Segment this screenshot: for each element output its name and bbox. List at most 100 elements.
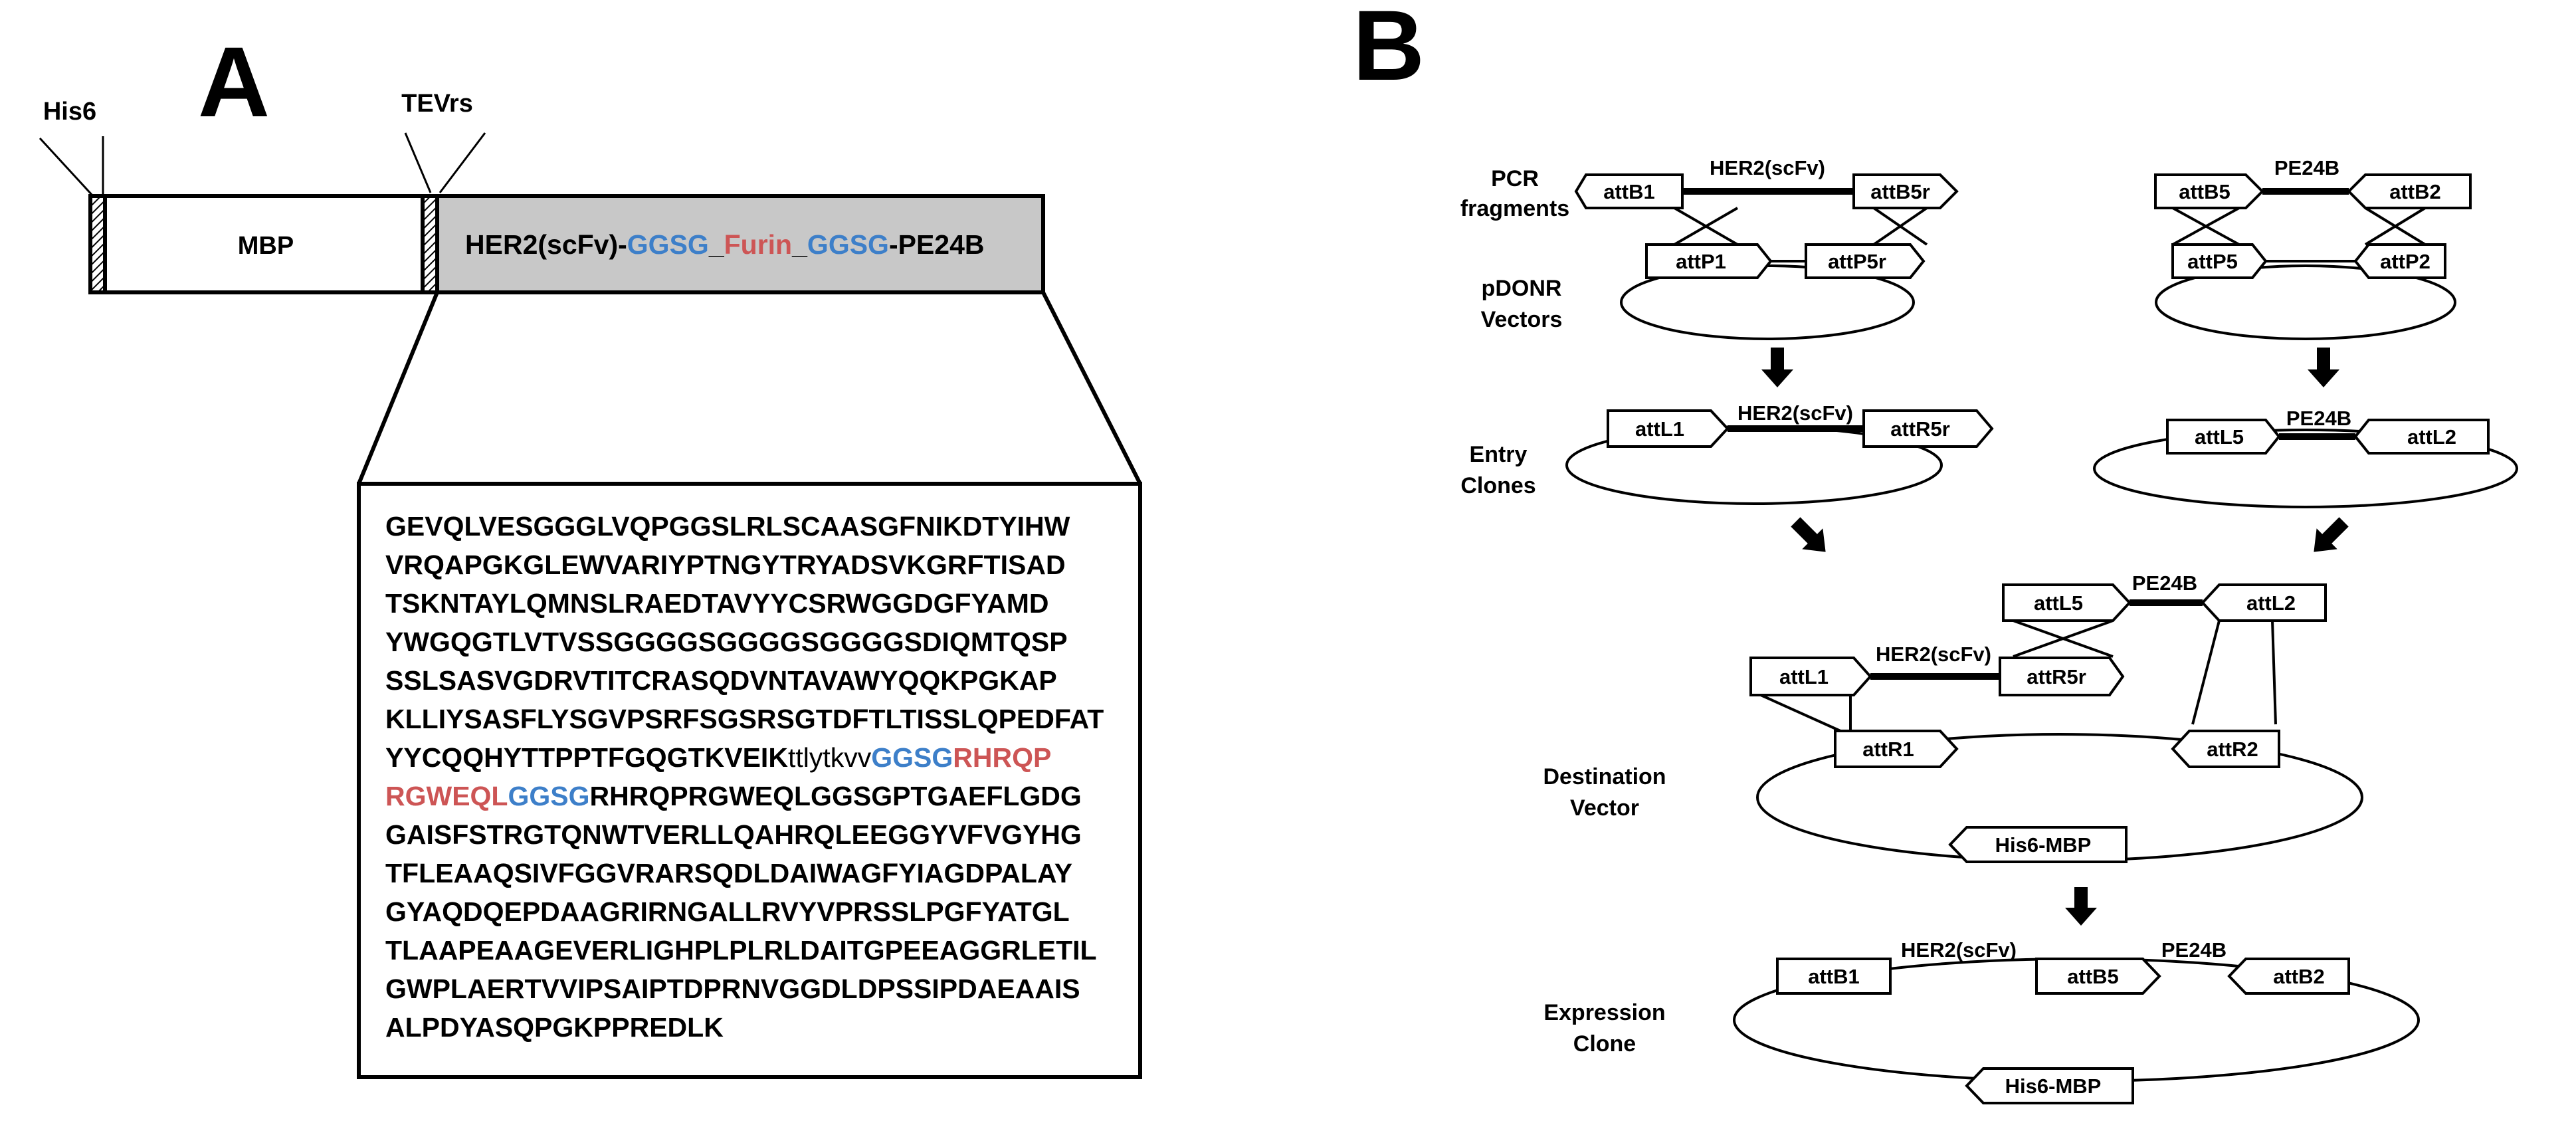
his6-segment: [88, 194, 107, 294]
sequence-furin-site: RGWEQL: [385, 781, 508, 811]
sequence-line: TFLEAAQSIVFGGVRARSQDLDAIWAGFYIAGDPALAY: [385, 858, 1072, 888]
attb1-site: [1776, 958, 1892, 995]
attb5-site: [2154, 173, 2264, 209]
attl1-site: [1607, 409, 1730, 448]
zoom-line-right: [1041, 291, 1142, 485]
fusion-label: HER2(scFv)-GGSG_Furin_GGSG-PE24B: [465, 229, 985, 260]
attp5-site: [2171, 243, 2268, 279]
sequence-line: SSLSASVGDRVTITCRASQDVNTAVAWYQQKPGKAP: [385, 665, 1057, 696]
sequence-line: YWGQGTLVTVSSGGGGSGGGGSGGGGSDIQMTQSP: [385, 627, 1068, 657]
recombination-line: [2013, 619, 2114, 658]
recombination-line: [1760, 694, 1841, 732]
attr1-label: attR1: [1862, 738, 1914, 761]
his6-pointer: [39, 137, 94, 197]
tevrs-segment: [421, 194, 439, 294]
panel-b-letter: B: [1353, 0, 1425, 101]
attb1-site: [1574, 173, 1684, 209]
sequence-line: ALPDYASQPGKPPREDLK: [385, 1012, 724, 1043]
tevrs-pointer: [404, 132, 432, 193]
attl1-label: attL1: [1635, 417, 1684, 441]
attl5-site: [2166, 419, 2281, 455]
attl5-label: attL5: [2195, 425, 2244, 449]
expression-clone-label: Clone: [1573, 1031, 1636, 1057]
down-arrow-icon: [2065, 887, 2097, 926]
recombination-line: [2172, 207, 2240, 246]
attr2-label: attR2: [2207, 738, 2258, 761]
fusion-sep-1: _: [708, 229, 725, 260]
sequence-segment-lowercase: ttlytkvv: [788, 742, 872, 773]
attp1-site: [1645, 243, 1773, 279]
attb1-label: attB1: [1808, 965, 1860, 988]
pcr-fragment-pe24b: attB5 PE24B attB2: [2154, 156, 2472, 246]
fusion-part-pe24b: -PE24B: [889, 229, 985, 260]
tevrs-label: TEVrs: [401, 90, 473, 118]
attl2-site: [2353, 419, 2490, 455]
destination-vector-label: Destination: [1543, 764, 1666, 789]
fusion-part-scfv: HER2(scFv)-: [465, 229, 627, 260]
attp2-label: attP2: [2380, 250, 2430, 273]
sequence-linker: GGSG: [508, 781, 589, 811]
his6-mbp-marker: [1948, 826, 2128, 863]
down-arrow-icon: [1761, 348, 1793, 387]
attr5r-site: [1999, 657, 2125, 696]
pcr-fragments-label: PCR: [1491, 166, 1539, 191]
attl1-label: attL1: [1779, 665, 1829, 688]
panel-a: A His6 TEVrs MBP HER2(scFv)-GGSG_Furin_G…: [39, 26, 1142, 1079]
sequence-line: GEVQLVESGGGLVQPGGSLRLSCAASGFNIKDTYIHW: [385, 511, 1070, 542]
sequence-segment: YYCQQHYTTPPTFGQGTKVEIK: [385, 742, 788, 773]
attr5r-label: attR5r: [2027, 665, 2086, 688]
pdonr-vectors-label: pDONR: [1482, 276, 1562, 301]
expression-clone-label: Expression: [1543, 1000, 1665, 1025]
attb5-label: attB5: [2179, 180, 2230, 203]
pdonr-vector-left: attP1 attP5r: [1620, 243, 1926, 340]
attr1-site: [1834, 730, 1959, 768]
attr5r-site: [1862, 409, 1994, 448]
attp5-label: attP5: [2187, 250, 2238, 273]
sequence-line: RGWEQLGGSGRHRQPRGWEQLGGSGPTGAEFLGDG: [385, 781, 1082, 811]
mbp-label: MBP: [238, 232, 294, 260]
recombination-line: [2364, 207, 2427, 246]
fusion-sep-2: _: [791, 229, 808, 260]
attb2-label: attB2: [2273, 965, 2325, 988]
pe24b-insert-label: PE24B: [2274, 156, 2339, 179]
attb2-site: [2227, 958, 2350, 995]
down-right-arrow-icon: [1791, 517, 1826, 552]
sequence-linker: GGSG: [871, 742, 953, 773]
her2-insert-label: HER2(scFv): [1901, 938, 2017, 962]
her2-insert-label: HER2(scFv): [1737, 401, 1853, 425]
fusion-linker-1: GGSG: [627, 229, 709, 260]
attb5r-site: [1852, 173, 1959, 209]
his6-label: His6: [43, 98, 96, 126]
recombination-line: [1673, 207, 1739, 246]
down-left-arrow-icon: [2314, 517, 2349, 552]
attl2-label: attL2: [2246, 591, 2296, 615]
attr5r-label: attR5r: [1890, 417, 1950, 441]
pe24b-insert-label: PE24B: [2161, 938, 2227, 962]
sequence-line: GYAQDQEPDAAGRIRNGALLRVYVPRSSLPGFYATGL: [385, 896, 1070, 927]
his6-mbp-marker: [1965, 1067, 2134, 1104]
sequence-segment: RHRQPRGWEQLGGSGPTGAEFLGDG: [590, 781, 1082, 811]
sequence-line: YYCQQHYTTPPTFGQGTKVEIKttlytkvvGGSGRHRQP: [385, 742, 1051, 773]
attp2-site: [2353, 243, 2446, 279]
lr-entry-pe24b: attL5 PE24B attL2: [2002, 571, 2327, 658]
sequence-line: GAISFSTRGTQNWTVERLLQAHRQLEEGGYVFVGYHG: [385, 819, 1082, 850]
pcr-fragments-label: fragments: [1460, 196, 1569, 221]
recombination-line: [1872, 207, 1928, 246]
sequence-line: VRQAPGKGLEWVARIYPTNGYTRYADSVKGRFTISAD: [385, 550, 1066, 580]
expression-clone: attB1 HER2(scFv) attB5 PE24B attB2 His6-…: [1733, 938, 2420, 1104]
destination-vector: attR1 attR2 His6-MBP: [1756, 730, 2363, 863]
sequence-line: GWPLAERTVVIPSAIPTDPRNVGGDLDPSSIPDAEAAIS: [385, 973, 1080, 1004]
lr-crossover-lines: [1760, 620, 2277, 732]
entry-clones-label: Clones: [1460, 473, 1536, 498]
his6-mbp-label: His6-MBP: [1995, 833, 2092, 857]
fusion-linker-2: GGSG: [807, 229, 889, 260]
attl2-label: attL2: [2407, 425, 2456, 449]
attp5r-site: [1805, 243, 1926, 279]
recombination-line: [2191, 620, 2221, 725]
attb2-site: [2347, 173, 2472, 209]
destination-vector-label: Vector: [1570, 795, 1639, 821]
attb5r-label: attB5r: [1870, 180, 1930, 203]
fusion-furin: Furin: [724, 229, 792, 260]
fusion-segment: [435, 194, 1045, 294]
